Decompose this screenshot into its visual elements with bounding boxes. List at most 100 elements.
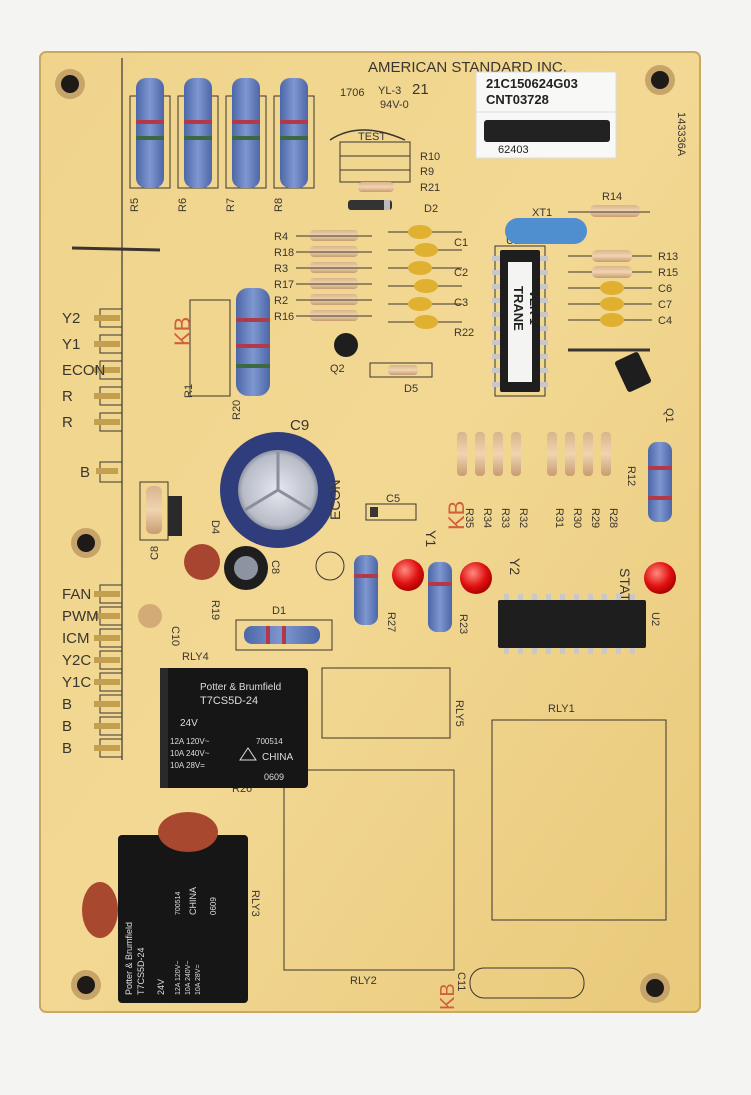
resistor-r28: [601, 432, 611, 476]
label-r5: R5: [129, 198, 141, 212]
terminal-pin-pwm: [94, 613, 120, 619]
svg-text:C8: C8: [149, 546, 161, 560]
svg-text:R19: R19: [209, 600, 221, 620]
terminal-pin-r: [94, 419, 120, 425]
svg-text:10A 28V=: 10A 28V=: [170, 761, 205, 770]
svg-text:C9: C9: [290, 417, 309, 434]
lower-left-components: C8 D4 R19 C8 C10: [138, 481, 345, 646]
svg-text:RLY2: RLY2: [350, 975, 377, 987]
svg-text:R32: R32: [517, 508, 529, 528]
r1-r20: R1 R20 KB: [170, 288, 270, 420]
svg-text:12A 120V~: 12A 120V~: [170, 737, 210, 746]
terminal-label-econ: ECON: [62, 362, 105, 379]
resistor-r35: [457, 432, 467, 476]
svg-text:D1: D1: [272, 605, 286, 617]
label-r8: R8: [273, 198, 285, 212]
svg-text:U2: U2: [649, 612, 661, 626]
terminal-label-r: R: [62, 388, 73, 405]
svg-text:0609: 0609: [209, 897, 218, 915]
terminal-pin-b: [94, 745, 120, 751]
svg-text:CHINA: CHINA: [188, 887, 198, 915]
resistor-r7: [232, 78, 260, 188]
svg-text:R2: R2: [274, 295, 288, 307]
svg-text:R16: R16: [274, 311, 294, 323]
label-r7: R7: [225, 198, 237, 212]
terminal-label-icm: ICM: [62, 630, 90, 647]
svg-text:B: B: [80, 464, 90, 481]
side-number: 143336A: [675, 112, 687, 157]
svg-text:C7: C7: [658, 299, 672, 311]
led-label-y2: Y2: [507, 558, 523, 575]
terminal-label-b: B: [62, 718, 72, 735]
terminal-label-b: B: [62, 740, 72, 757]
code-94v: 94V-0: [380, 99, 409, 111]
resistor-r8: [280, 78, 308, 188]
kb-logo-mid: KB: [444, 501, 469, 530]
barcode-sticker: 21C150624G03 CNT03728 62403: [475, 71, 617, 159]
svg-text:R1: R1: [183, 384, 195, 398]
r21-label: R21: [420, 182, 440, 194]
svg-text:10A 240V~: 10A 240V~: [185, 961, 192, 995]
svg-text:R22: R22: [454, 327, 474, 339]
svg-text:C2: C2: [454, 267, 468, 279]
terminal-label-r: R: [62, 414, 73, 431]
svg-text:R23: R23: [457, 614, 469, 634]
sticker-line1: 21C150624G03: [486, 76, 578, 91]
code-21: 21: [412, 81, 429, 98]
r23-r24: R27 R23: [354, 555, 469, 634]
svg-text:C3: C3: [454, 297, 468, 309]
kb-logo: KB: [170, 317, 195, 346]
led-label-y1: Y1: [423, 530, 439, 547]
u1-chip: U1 TRANE VER 1: [492, 235, 548, 397]
terminal-pin-icm: [94, 635, 120, 641]
test-block: TEST R10 R9 R21 D2: [329, 129, 440, 215]
svg-text:0609: 0609: [264, 772, 284, 782]
terminal-label-y1: Y1: [62, 336, 80, 353]
terminal-pin-b: [94, 723, 120, 729]
svg-text:R14: R14: [602, 191, 622, 203]
chip-label-trane: TRANE: [511, 286, 526, 331]
svg-text:C8: C8: [269, 560, 281, 574]
svg-text:RLY4: RLY4: [182, 651, 209, 663]
svg-text:700514: 700514: [256, 737, 283, 746]
terminal-pin-y2: [94, 315, 120, 321]
resistor-r5: [136, 78, 164, 188]
terminal-b-single: B: [80, 461, 123, 483]
test-label: TEST: [358, 131, 386, 143]
svg-text:R4: R4: [274, 231, 288, 243]
d1-diode: C5: [365, 493, 417, 521]
svg-text:C4: C4: [658, 315, 672, 327]
resistor-r29: [583, 432, 593, 476]
svg-text:R33: R33: [499, 508, 511, 528]
svg-text:24V: 24V: [156, 979, 166, 995]
svg-text:10A 240V~: 10A 240V~: [170, 749, 210, 758]
svg-text:RLY1: RLY1: [548, 703, 575, 715]
svg-text:Q1: Q1: [663, 408, 675, 423]
d2-label: D2: [424, 203, 438, 215]
terminal-pin-y1c: [94, 679, 120, 685]
code-1706: 1706: [340, 87, 364, 99]
svg-text:R30: R30: [571, 508, 583, 528]
relay-footprints: RLY5 RLY1 RLY2 RLY4 RLY3 R26 C11: [182, 651, 667, 999]
resistor-r34: [475, 432, 485, 476]
orange-caps: [82, 812, 218, 938]
svg-text:C6: C6: [658, 283, 672, 295]
svg-text:T7CS5D-24: T7CS5D-24: [136, 947, 146, 995]
svg-text:XT1: XT1: [532, 207, 552, 219]
svg-text:Q2: Q2: [330, 363, 345, 375]
svg-text:700514: 700514: [175, 892, 182, 915]
terminal-label-pwm: PWM: [62, 608, 99, 625]
led-label-econ: ECON: [327, 480, 343, 520]
r10-label: R10: [420, 151, 440, 163]
svg-text:D4: D4: [209, 520, 221, 534]
kb-logo-bottom: KB: [437, 983, 459, 1010]
code-yl: YL-3: [378, 85, 401, 97]
resistor-r33: [493, 432, 503, 476]
relay-rly3: Potter & Brumfield T7CS5D-24 24V 12A 120…: [118, 835, 248, 1003]
